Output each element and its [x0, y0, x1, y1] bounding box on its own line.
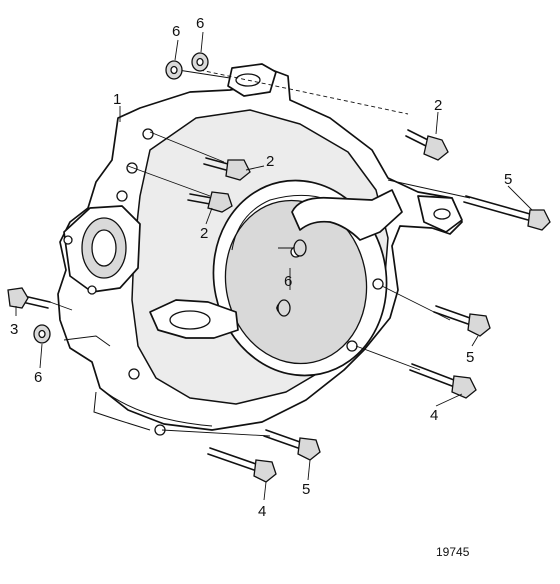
assembly-axis-lines	[49, 69, 471, 437]
bolt-2-center	[203, 157, 251, 181]
callout-5-right-middle: 5	[466, 349, 474, 366]
bolt-4-right	[409, 363, 477, 399]
callout-5-right-long: 5	[504, 171, 512, 188]
bolt-5-right-middle	[433, 305, 491, 337]
callout-6-left: 6	[34, 369, 42, 386]
figure-id: 19745	[436, 545, 470, 559]
nut-6-left	[33, 324, 51, 344]
bolt-5-bottom	[263, 429, 321, 461]
nut-6-top-right	[191, 52, 209, 72]
bolt-2-upper-right	[405, 129, 449, 161]
callout-labels: 1 2 2 2 3 4 4 5 5 5 6 6 6 6	[10, 15, 512, 520]
callout-3-left: 3	[10, 321, 18, 338]
callout-4-bottom: 4	[258, 503, 266, 520]
fasteners	[7, 52, 551, 483]
nut-6-bore-lower	[277, 299, 291, 317]
leader-lines	[15, 31, 533, 501]
callout-5-bottom: 5	[302, 481, 310, 498]
nut-6-top-left	[165, 60, 183, 80]
flywheel-housing	[57, 63, 463, 436]
callout-6-top-left: 6	[172, 23, 180, 40]
bolt-3-left	[7, 287, 51, 309]
callout-6-bore: 6	[284, 273, 292, 290]
bolt-4-bottom	[207, 447, 277, 483]
callout-6-top-right: 6	[196, 15, 204, 32]
callout-2-lower: 2	[200, 225, 208, 242]
callout-2-upper-right: 2	[434, 97, 442, 114]
callout-4-right: 4	[430, 407, 438, 424]
bolt-5-right-long	[463, 195, 551, 231]
bolt-2-lower	[187, 191, 233, 213]
callout-1-housing: 1	[113, 91, 121, 108]
callout-2-center: 2	[266, 153, 274, 170]
nut-6-bore-upper	[293, 239, 307, 257]
